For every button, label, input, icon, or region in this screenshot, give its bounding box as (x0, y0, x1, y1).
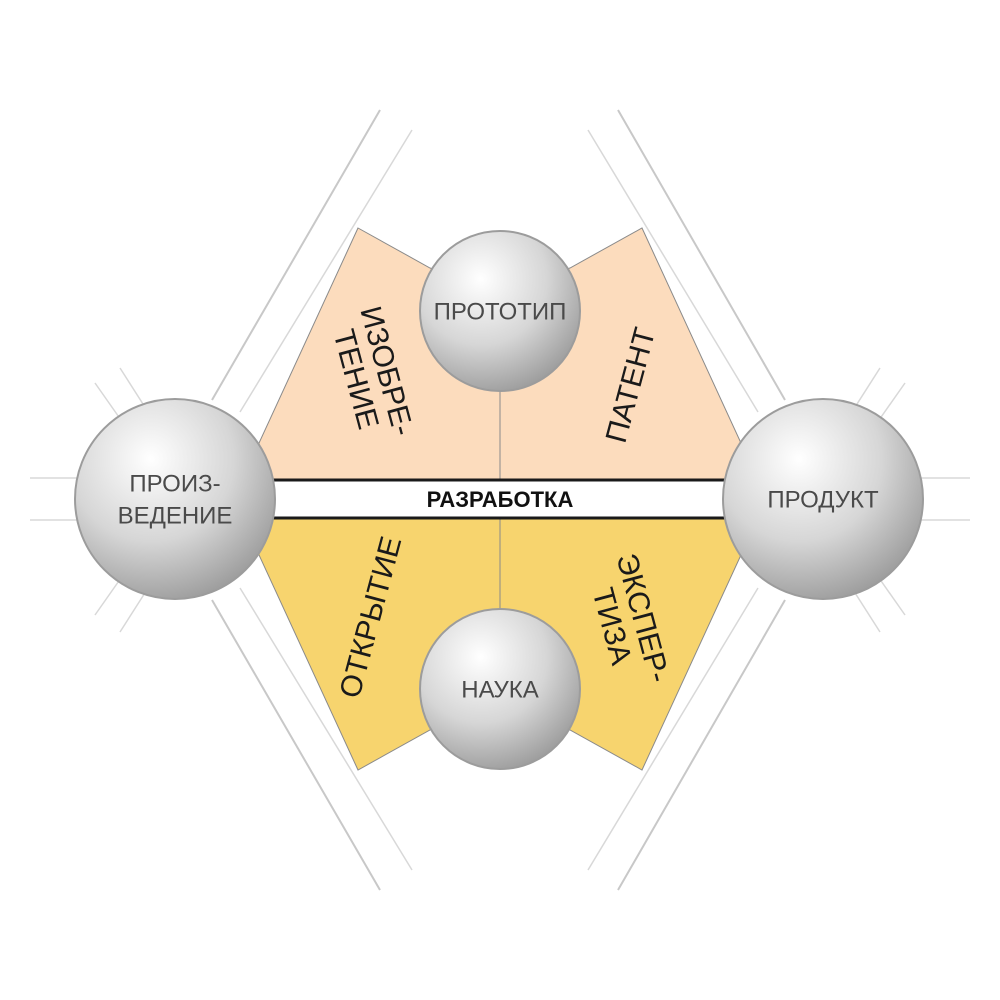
node-left-label: ПРОИЗ- ВЕДЕНИЕ (118, 470, 233, 529)
text-line: ПРОТОТИП (434, 298, 567, 325)
node-right-label: ПРОДУКТ (767, 486, 879, 513)
sphere-left (74, 398, 276, 600)
text-line: ПРОДУКТ (767, 486, 879, 513)
node-top: ПРОТОТИП (419, 230, 581, 392)
sphere-top (419, 230, 581, 392)
sphere-bottom (419, 608, 581, 770)
text-line: ВЕДЕНИЕ (118, 502, 233, 529)
node-right: ПРОДУКТ (722, 398, 924, 600)
sphere-right (722, 398, 924, 600)
text-line: ПРОИЗ- (129, 470, 220, 497)
node-bottom-label: НАУКА (461, 676, 539, 703)
guide-line (587, 587, 759, 871)
guide-line (239, 587, 413, 871)
text-line: НАУКА (461, 676, 539, 703)
node-top-label: ПРОТОТИП (434, 298, 567, 325)
panel-label-expertise: ЭКСПЕР-ТИЗА (579, 550, 676, 694)
center-bar-label: РАЗРАБОТКА (427, 487, 574, 512)
node-left: ПРОИЗ- ВЕДЕНИЕ (74, 398, 276, 600)
guide-line (239, 129, 413, 413)
guide-line (211, 599, 381, 891)
nodes: ПРОИЗ- ВЕДЕНИЕ ПРОДУКТ ПРОТОТИП НАУКА (74, 230, 924, 770)
guide-line (211, 109, 381, 401)
guide-line (617, 109, 786, 401)
guide-line (587, 129, 759, 413)
node-bottom: НАУКА (419, 608, 581, 770)
guide-line (617, 599, 786, 891)
center-bar: РАЗРАБОТКА (260, 478, 740, 520)
